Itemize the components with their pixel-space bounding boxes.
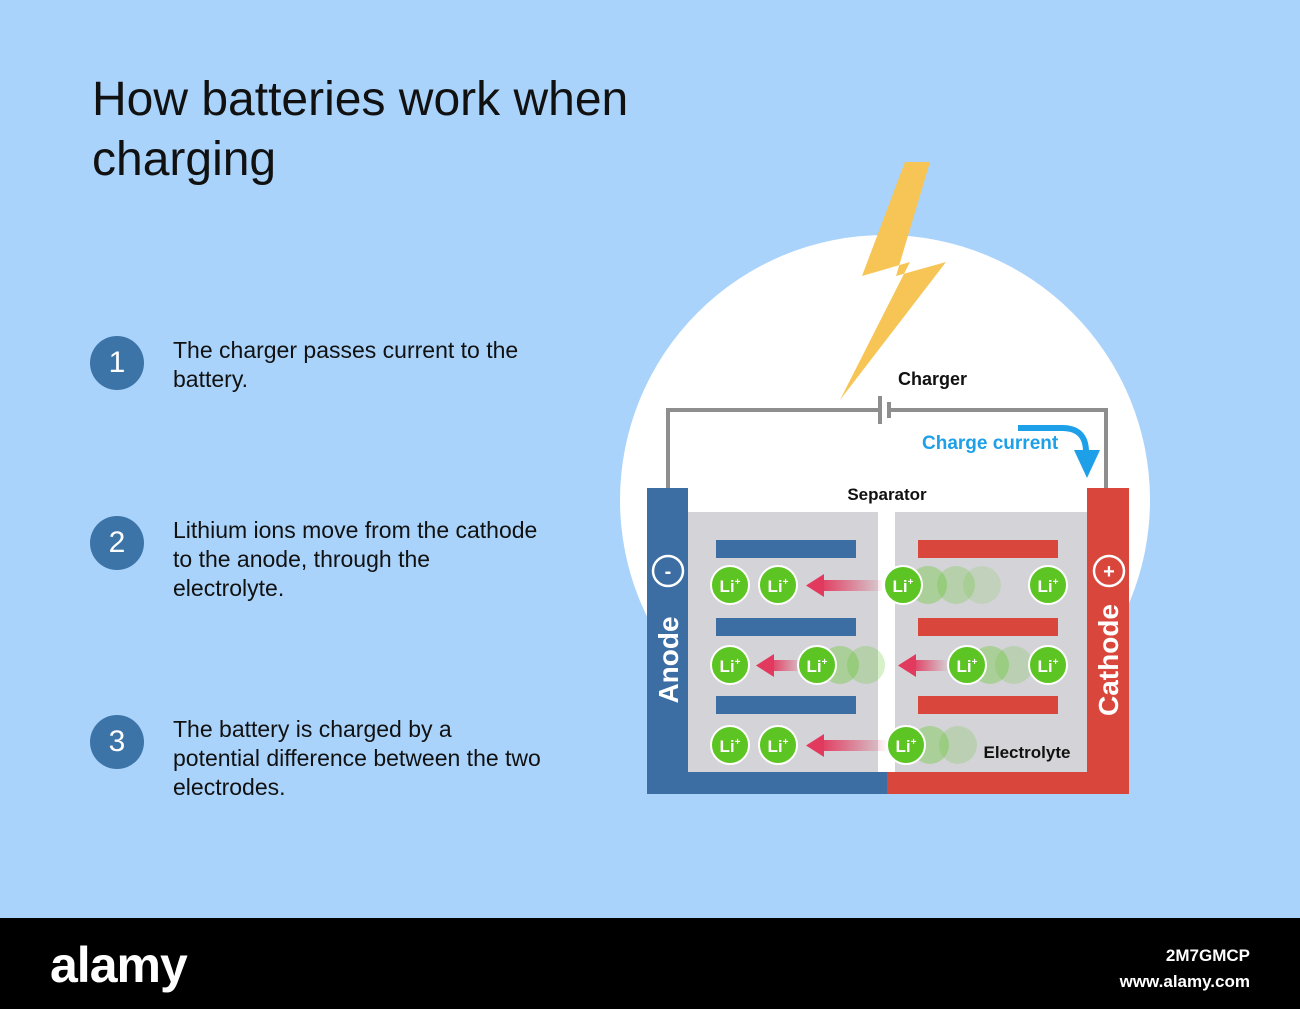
cathode-layers [918, 540, 1058, 714]
svg-text:Li+: Li+ [720, 657, 741, 676]
step-3: 3 The battery is charged by a potential … [90, 715, 550, 825]
charge-current-label: Charge current [922, 433, 1059, 454]
image-id: 2M7GMCP [1165, 946, 1250, 965]
lithium-ion: Li+ [710, 645, 750, 685]
lithium-ion: Li+ [797, 645, 837, 685]
page-title: How batteries work when charging [92, 73, 629, 186]
anode-electrode [647, 488, 688, 794]
battery-charging-diagram: Charger Charge current Separator [620, 162, 1150, 794]
lithium-ion: Li+ [886, 725, 926, 765]
lithium-ion: Li+ [710, 725, 750, 765]
charger-circuit [666, 396, 1108, 488]
step-2: 2 Lithium ions move from the cathode to … [90, 516, 550, 626]
lithium-ion: Li+ [947, 645, 987, 685]
anode-terminal: - [651, 554, 685, 588]
lithium-ions: Li+ Li+ Li+ Li+ Li+ Li+ Li+ Li+ Li+ Li+ … [710, 565, 1068, 765]
charge-current-arrow-icon [1018, 425, 1100, 478]
step-number-badge: 1 [90, 336, 144, 390]
alamy-logo: alamy [50, 937, 188, 993]
lithium-ion: Li+ [1028, 645, 1068, 685]
anode-label: Anode [653, 616, 684, 703]
plus-icon [1092, 554, 1126, 588]
svg-text:Li+: Li+ [1038, 657, 1059, 676]
electrolyte-label: Electrolyte [984, 743, 1071, 762]
svg-text:Li+: Li+ [893, 577, 914, 596]
footer-bar: alamy 2M7GMCP www.alamy.com [0, 918, 1300, 1009]
anode-sign: - [665, 561, 672, 583]
lithium-ion: Li+ [883, 565, 923, 605]
step-text: The battery is charged by a potential di… [173, 716, 541, 800]
anode-base [647, 772, 887, 794]
svg-text:Li+: Li+ [720, 577, 741, 596]
cathode-terminal: + [1092, 554, 1126, 588]
anode-layers [716, 540, 856, 714]
svg-text:Li+: Li+ [807, 657, 828, 676]
lithium-ion: Li+ [1028, 565, 1068, 605]
step-number-badge: 3 [90, 715, 144, 769]
cathode-sign: + [1103, 561, 1115, 583]
charger-label: Charger [898, 369, 967, 389]
svg-text:Li+: Li+ [896, 737, 917, 756]
lightning-bolt-icon [840, 162, 946, 400]
separator-label: Separator [847, 485, 927, 504]
cathode-base [887, 772, 1129, 794]
svg-text:Li+: Li+ [957, 657, 978, 676]
step-1: 1 The charger passes current to the batt… [90, 336, 550, 446]
ion-flow-arrows [756, 574, 948, 757]
lithium-ion: Li+ [758, 725, 798, 765]
step-text: Lithium ions move from the cathode to th… [173, 517, 538, 601]
cathode-label: Cathode [1093, 604, 1124, 716]
svg-text:Li+: Li+ [1038, 577, 1059, 596]
footer-url[interactable]: www.alamy.com [1119, 972, 1250, 991]
svg-text:Li+: Li+ [768, 577, 789, 596]
step-text: The charger passes current to the batter… [173, 337, 519, 392]
minus-icon [651, 554, 685, 588]
lithium-ion: Li+ [710, 565, 750, 605]
svg-text:Li+: Li+ [768, 737, 789, 756]
step-number-badge: 2 [90, 516, 144, 570]
lithium-ion: Li+ [758, 565, 798, 605]
svg-text:Li+: Li+ [720, 737, 741, 756]
cathode-electrode [1087, 488, 1129, 794]
